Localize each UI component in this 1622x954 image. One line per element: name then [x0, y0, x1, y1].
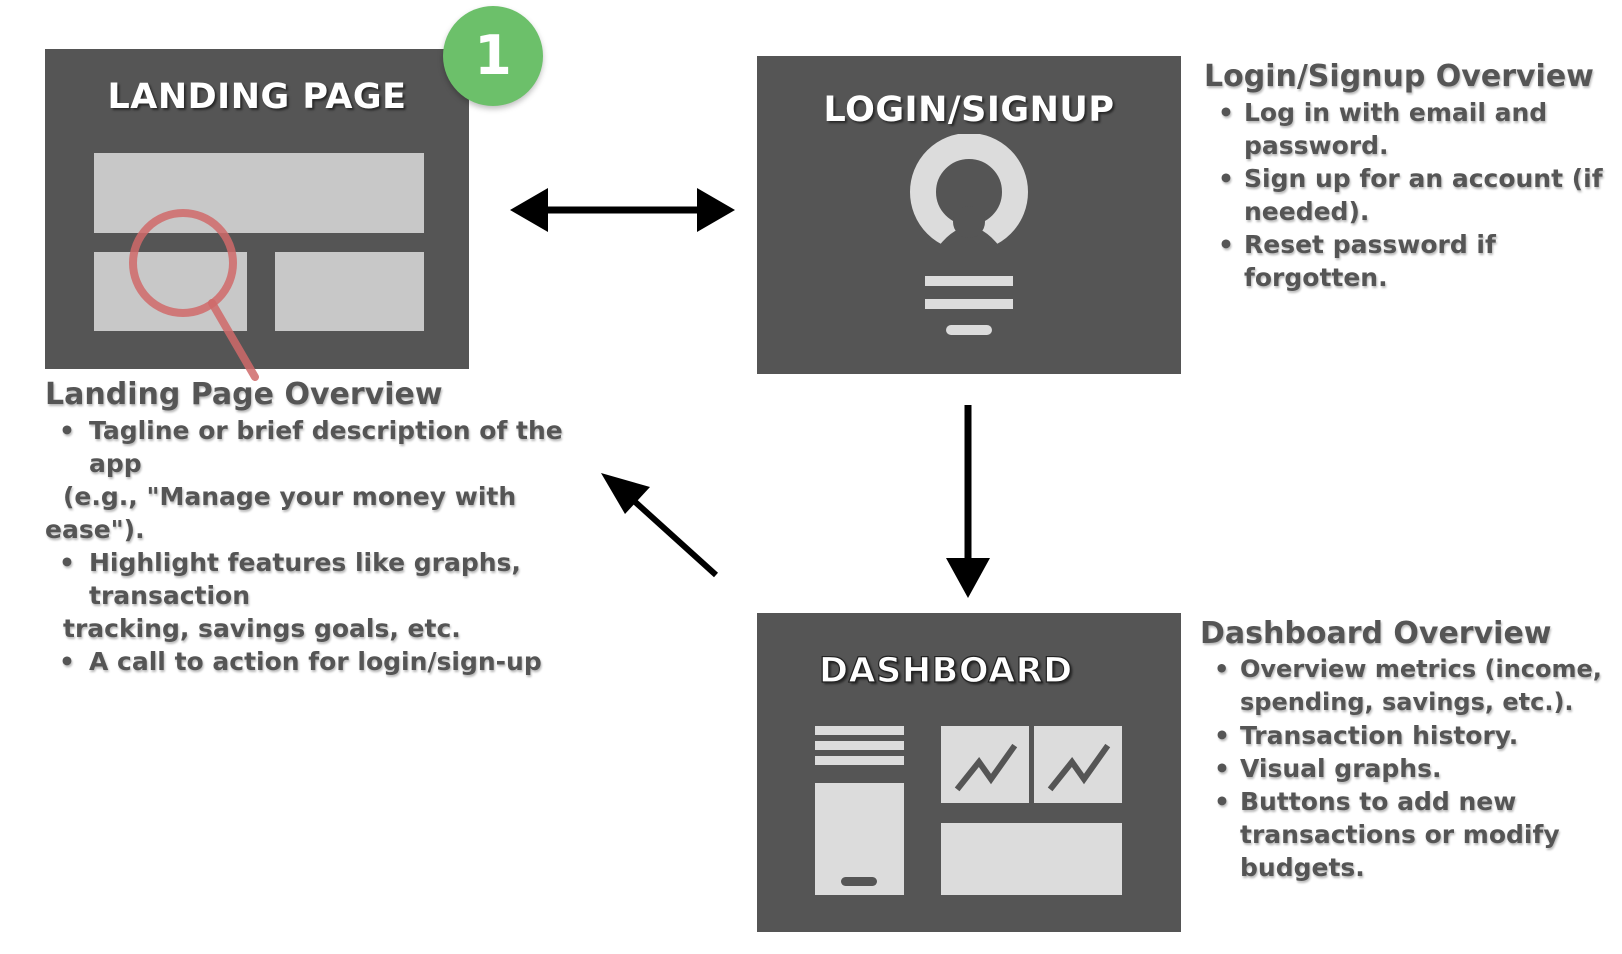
list-item: Highlight features like graphs, transact… — [45, 546, 529, 612]
list-item: Tagline or brief description of the app — [45, 414, 569, 480]
list-item: Log in with email and password. — [1204, 96, 1589, 162]
chart-card-2 — [1034, 726, 1122, 803]
landing-page-overview-title: Landing Page Overview — [45, 377, 443, 412]
step-badge: 1 — [443, 6, 543, 106]
down-arrow-icon — [946, 405, 990, 598]
list-item-continuation: ease"). — [45, 515, 145, 544]
landing-page-panel: LANDING PAGE — [45, 49, 469, 369]
username-field-placeholder — [925, 276, 1013, 286]
list-item: Reset password if forgotten. — [1204, 228, 1544, 294]
dashboard-panel: DASHBOARD — [757, 613, 1181, 932]
landing-page-title: LANDING PAGE — [107, 77, 407, 117]
password-field-placeholder — [925, 299, 1013, 309]
submit-button-placeholder — [946, 325, 992, 335]
dashboard-overview: Dashboard Overview Overview metrics (inc… — [1200, 615, 1620, 884]
sidebar-card-button — [841, 877, 877, 886]
menu-line-3 — [815, 756, 904, 765]
menu-line-1 — [815, 726, 904, 735]
sidebar-card — [815, 783, 904, 895]
login-signup-overview: Login/Signup Overview Log in with email … — [1204, 58, 1619, 294]
list-item-continuation: tracking, savings goals, etc. — [63, 614, 461, 643]
list-item: Sign up for an account (if needed). — [1204, 162, 1619, 228]
hero-placeholder — [94, 153, 424, 233]
diagonal-arrow-icon — [601, 473, 719, 578]
list-item: Visual graphs. — [1200, 752, 1620, 785]
chart-card-1 — [941, 726, 1029, 803]
feature-placeholder-right — [275, 252, 424, 331]
list-item: Buttons to add new transactions or modif… — [1200, 785, 1585, 884]
line-chart-icon — [954, 743, 1018, 792]
line-chart-icon — [1047, 743, 1111, 792]
login-signup-overview-title: Login/Signup Overview — [1204, 59, 1594, 94]
user-avatar-icon — [910, 134, 1028, 254]
list-item: Transaction history. — [1200, 719, 1620, 752]
summary-card — [941, 823, 1122, 895]
list-item: A call to action for login/sign-up — [45, 645, 565, 678]
magnifier-icon — [129, 209, 259, 381]
dashboard-title: DASHBOARD — [818, 650, 1073, 691]
double-arrow-icon — [510, 188, 735, 232]
menu-line-2 — [815, 741, 904, 750]
login-signup-panel: LOGIN/SIGNUP — [757, 56, 1181, 374]
list-item: Overview metrics (income, spending, savi… — [1200, 653, 1620, 719]
list-item-continuation: (e.g., "Manage your money with — [63, 482, 517, 511]
login-signup-title: LOGIN/SIGNUP — [823, 90, 1115, 130]
dashboard-overview-title: Dashboard Overview — [1200, 616, 1552, 651]
landing-page-overview: Landing Page Overview Tagline or brief d… — [45, 376, 565, 678]
